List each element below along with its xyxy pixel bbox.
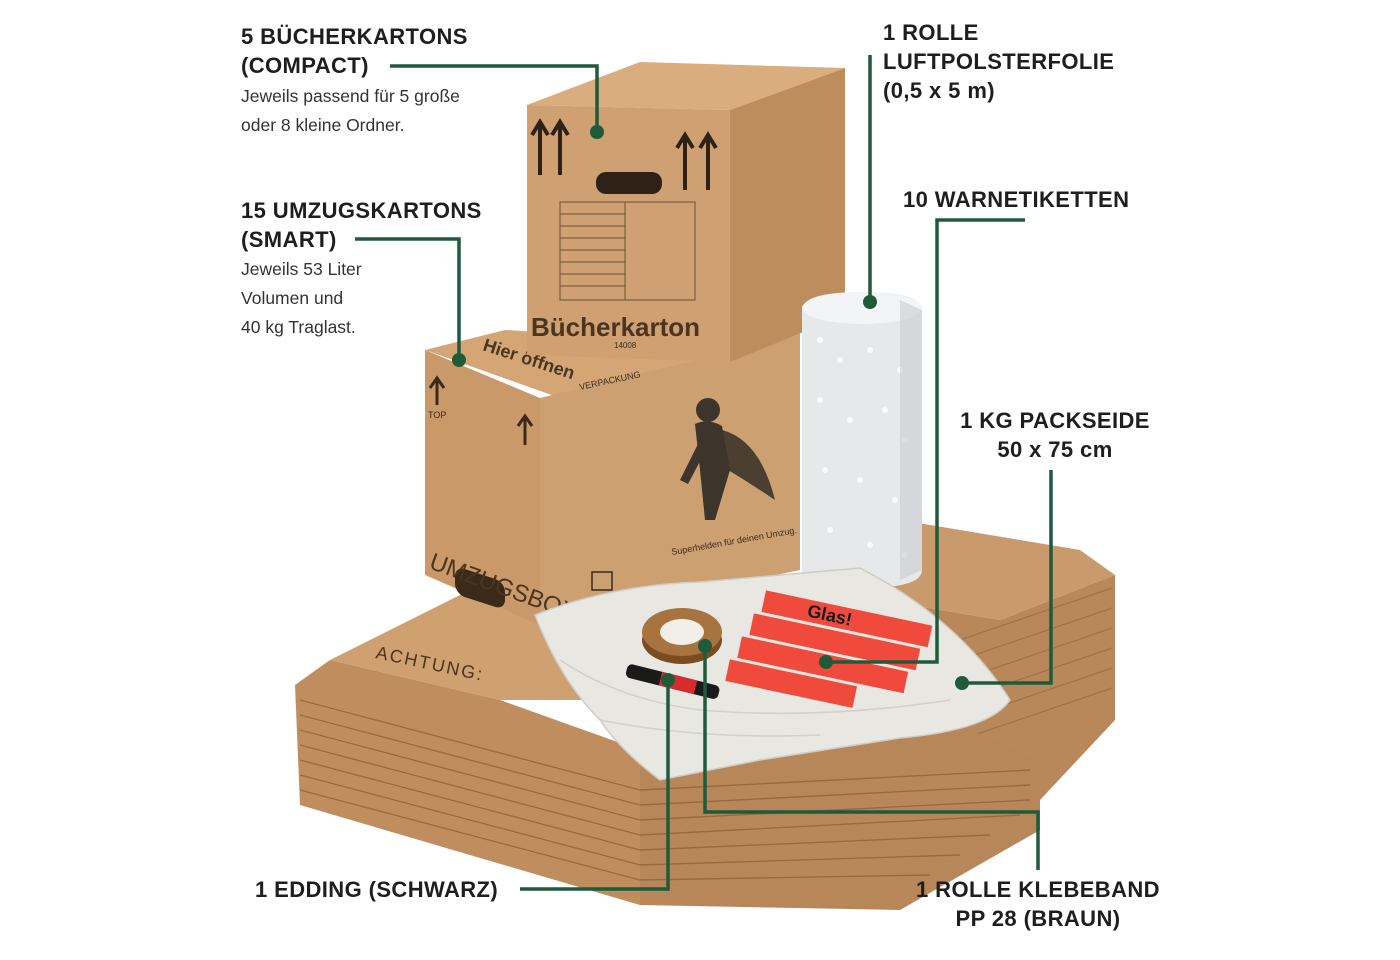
up-arrows-icon xyxy=(530,118,718,190)
leader-dot-buecherkartons xyxy=(590,125,604,139)
label-warnetiketten: 10 WARNETIKETTEN xyxy=(903,185,1129,214)
label-edding-line1: 1 EDDING (SCHWARZ) xyxy=(255,877,499,902)
desc-umzugskartons-line2: Volumen und xyxy=(241,288,344,308)
leader-dot-warnetiketten xyxy=(819,655,833,669)
leader-edding xyxy=(520,680,670,891)
label-edding: 1 EDDING (SCHWARZ) xyxy=(255,875,498,904)
label-warnetiketten-line1: 10 WARNETIKETTEN xyxy=(903,187,1130,212)
leader-packseide xyxy=(962,470,1053,685)
leader-umzugskartons xyxy=(355,237,461,360)
moving-box-top-print: TOP xyxy=(428,410,446,420)
label-klebeband: 1 ROLLE KLEBEBAND PP 28 (BRAUN) xyxy=(908,875,1168,933)
label-packseide-line2: 50 x 75 cm xyxy=(997,437,1113,462)
label-buecherkartons-line2: (COMPACT) xyxy=(241,53,369,78)
desc-buecherkartons-line2: oder 8 kleine Ordner. xyxy=(241,115,405,135)
desc-buecherkartons-line1: Jeweils passend für 5 große xyxy=(241,86,460,106)
label-buecherkartons: 5 BÜCHERKARTONS (COMPACT) xyxy=(241,22,468,80)
brand-box-icon xyxy=(591,571,613,591)
bubble-wrap-body xyxy=(802,292,922,588)
up-arrows-icon xyxy=(428,375,534,445)
book-box-handle xyxy=(596,172,662,194)
leader-warnetiketten xyxy=(826,218,1025,664)
leader-klebeband xyxy=(703,646,1040,870)
label-klebeband-line1: 1 ROLLE KLEBEBAND xyxy=(916,877,1160,902)
desc-umzugskartons-line3: 40 kg Traglast. xyxy=(241,317,356,337)
book-box-number-print: 14008 xyxy=(614,341,637,350)
leader-dot-edding xyxy=(661,673,675,687)
leader-dot-klebeband xyxy=(698,639,712,653)
leader-buecherkartons xyxy=(390,64,599,132)
label-umzugskartons-line2: (SMART) xyxy=(241,227,337,252)
superhero-icon xyxy=(680,398,775,520)
desc-umzugskartons-line1: Jeweils 53 Liter xyxy=(241,259,362,279)
label-umzugskartons-line1: 15 UMZUGSKARTONS xyxy=(241,198,482,223)
book-box-top xyxy=(527,62,845,110)
label-luftpolster-line1: 1 ROLLE xyxy=(883,20,979,45)
label-packseide: 1 KG PACKSEIDE 50 x 75 cm xyxy=(950,406,1160,464)
moving-box-handle xyxy=(455,568,505,608)
book-box: Bücherkarton 14008 xyxy=(527,62,845,362)
tape-roll xyxy=(642,608,722,664)
label-luftpolster-line2: LUFTPOLSTERFOLIE xyxy=(883,49,1115,74)
desc-umzugskartons: Jeweils 53 Liter Volumen und 40 kg Tragl… xyxy=(241,255,362,342)
bubble-wrap-roll xyxy=(802,292,922,588)
book-box-front-face xyxy=(527,105,730,362)
moving-box-left-face xyxy=(425,350,540,625)
leader-dot-luftpolster xyxy=(863,295,877,309)
bubble-wrap-shadow xyxy=(900,300,922,580)
book-box-title-print: Bücherkarton xyxy=(531,312,700,342)
moving-box-front-face xyxy=(540,335,800,625)
label-umzugskartons: 15 UMZUGSKARTONS (SMART) xyxy=(241,196,482,254)
label-buecherkartons-line1: 5 BÜCHERKARTONS xyxy=(241,24,468,49)
label-luftpolster-line3: (0,5 x 5 m) xyxy=(883,78,996,103)
bubble-wrap-top xyxy=(802,292,922,324)
leader-lines xyxy=(355,55,1053,891)
book-box-inventory-grid xyxy=(559,201,696,301)
label-klebeband-line2: PP 28 (BRAUN) xyxy=(955,906,1121,931)
leader-dot-packseide xyxy=(955,676,969,690)
bubble-wrap-texture xyxy=(817,337,908,558)
book-box-side-face xyxy=(730,68,845,362)
desc-buecherkartons: Jeweils passend für 5 große oder 8 klein… xyxy=(241,82,460,140)
label-luftpolster: 1 ROLLE LUFTPOLSTERFOLIE (0,5 x 5 m) xyxy=(883,18,1114,105)
leader-dot-umzugskartons xyxy=(452,353,466,367)
label-packseide-line1: 1 KG PACKSEIDE xyxy=(960,408,1150,433)
